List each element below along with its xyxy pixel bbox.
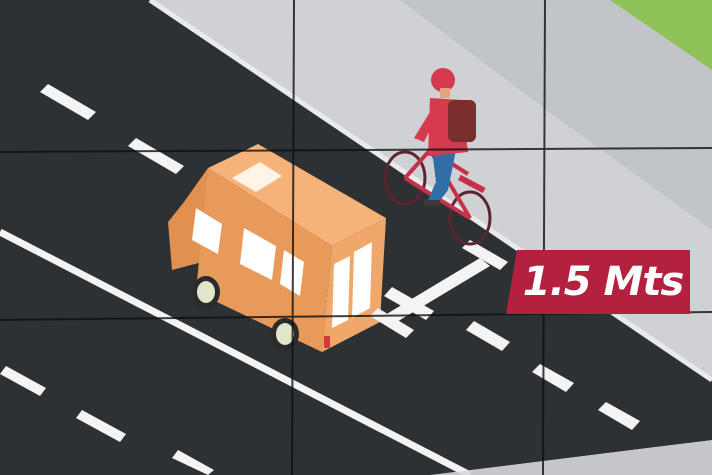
distance-label: 1.5 Mts [506, 250, 690, 314]
distance-label-text: 1.5 Mts [513, 259, 684, 305]
